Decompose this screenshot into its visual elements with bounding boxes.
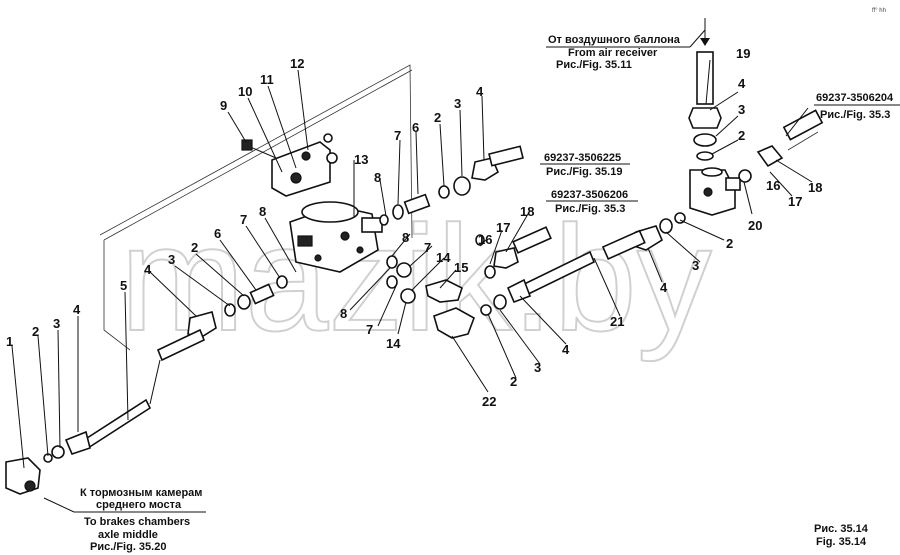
callout-11: 11 — [260, 72, 274, 87]
callout-3b: 3 — [168, 252, 175, 267]
callout-2: 2 — [32, 324, 39, 339]
callout-3f: 3 — [738, 102, 745, 117]
callout-19: 19 — [736, 46, 750, 61]
callout-4e: 4 — [660, 280, 668, 295]
callout-3d: 3 — [534, 360, 541, 375]
elbow-fittings — [386, 255, 475, 339]
callout-2d: 2 — [510, 374, 517, 389]
callout-7d: 7 — [366, 322, 373, 337]
callout-8: 8 — [259, 204, 266, 219]
ref-air-receiver: От воздушного баллона From air receiver … — [546, 29, 706, 71]
fig-ru: Рис. 35.14 — [814, 523, 869, 535]
callout-2f: 2 — [738, 128, 745, 143]
ref-top-right-fig: Рис./Fig. 35.3 — [820, 109, 890, 121]
ref-mid2-code: 69237-3506206 — [551, 189, 628, 201]
callout-14: 14 — [436, 250, 451, 265]
ref-mid-fig: Рис./Fig. 35.19 — [546, 166, 622, 178]
air-label-fig: Рис./Fig. 35.11 — [556, 59, 632, 71]
fig-en: Fig. 35.14 — [816, 536, 867, 548]
ref-mid2-fig: Рис./Fig. 35.3 — [555, 203, 625, 215]
brakes-ru-2: среднего моста — [96, 499, 182, 511]
watermark: mazik.by — [120, 194, 712, 362]
callout-7: 7 — [240, 212, 247, 227]
air-tube-19 — [688, 18, 722, 161]
mounting-plate-outline — [99, 64, 413, 351]
callout-4c: 4 — [476, 84, 484, 99]
left-pipe-line — [149, 275, 288, 405]
callout-4f: 4 — [738, 76, 746, 91]
ref-mid-code: 69237-3506225 — [544, 152, 621, 164]
callout-7b: 7 — [394, 128, 401, 143]
pipe-21 — [480, 250, 621, 317]
callout-17b: 17 — [788, 194, 802, 209]
callout-8b: 8 — [374, 170, 381, 185]
brakes-ru-1: К тормозным камерам — [80, 487, 202, 499]
upper-pipe-line — [379, 145, 524, 226]
callout-8c: 8 — [402, 230, 409, 245]
pipe-5 — [5, 398, 152, 495]
fittings-right — [738, 109, 824, 183]
leader-lines — [11, 59, 813, 469]
callout-5: 5 — [120, 278, 127, 293]
callout-4: 4 — [73, 302, 81, 317]
middle-pipe-line — [475, 226, 552, 279]
callout-3c: 3 — [454, 96, 461, 111]
callout-4b: 4 — [144, 262, 152, 277]
callout-13: 13 — [354, 152, 368, 167]
callout-2e: 2 — [726, 236, 733, 251]
fittings-right-lower — [601, 212, 686, 260]
callout-10: 10 — [238, 84, 252, 99]
callout-numbers: 1 2 3 4 5 4 3 2 6 7 8 9 10 11 12 13 8 7 … — [6, 46, 822, 409]
tee-fitting-20 — [689, 167, 741, 216]
callout-17: 17 — [496, 220, 510, 235]
callout-16b: 16 — [766, 178, 780, 193]
brakes-en-2: axle middle — [98, 529, 158, 541]
ref-top-right: 69237-3506204 Рис./Fig. 35.3 — [814, 92, 900, 121]
ref-mid: 69237-3506225 Рис./Fig. 35.19 — [540, 152, 630, 178]
callout-4d: 4 — [562, 342, 570, 357]
ref-top-right-code: 69237-3506204 — [816, 92, 894, 104]
callout-14b: 14 — [386, 336, 401, 351]
valve-body — [289, 201, 383, 273]
callout-15: 15 — [454, 260, 468, 275]
callout-2c: 2 — [434, 110, 441, 125]
callout-1: 1 — [6, 334, 13, 349]
ref-brakes: К тормозным камерам среднего моста To br… — [43, 487, 206, 553]
callout-20: 20 — [748, 218, 762, 233]
callout-9: 9 — [220, 98, 227, 113]
callout-8d: 8 — [340, 306, 347, 321]
callout-3: 3 — [53, 316, 60, 331]
air-label-ru: От воздушного баллона — [548, 34, 681, 46]
callout-16: 16 — [478, 232, 492, 247]
callout-12: 12 — [290, 56, 304, 71]
figure-caption: Рис. 35.14 Fig. 35.14 — [814, 523, 869, 548]
callout-3e: 3 — [692, 258, 699, 273]
brakes-fig: Рис./Fig. 35.20 — [90, 541, 166, 553]
brakes-en-1: To brakes chambers — [84, 516, 190, 528]
corner-mark: ff° hh — [872, 8, 886, 14]
bracket-12 — [241, 133, 338, 197]
callout-18: 18 — [520, 204, 534, 219]
callout-6: 6 — [214, 226, 221, 241]
callout-7c: 7 — [424, 240, 431, 255]
callout-2b: 2 — [191, 240, 198, 255]
air-label-en: From air receiver — [568, 47, 658, 59]
callout-21: 21 — [610, 314, 624, 329]
callout-22: 22 — [482, 394, 496, 409]
callout-18b: 18 — [808, 180, 822, 195]
ref-mid2: 69237-3506206 Рис./Fig. 35.3 — [546, 189, 638, 215]
callout-6b: 6 — [412, 120, 419, 135]
